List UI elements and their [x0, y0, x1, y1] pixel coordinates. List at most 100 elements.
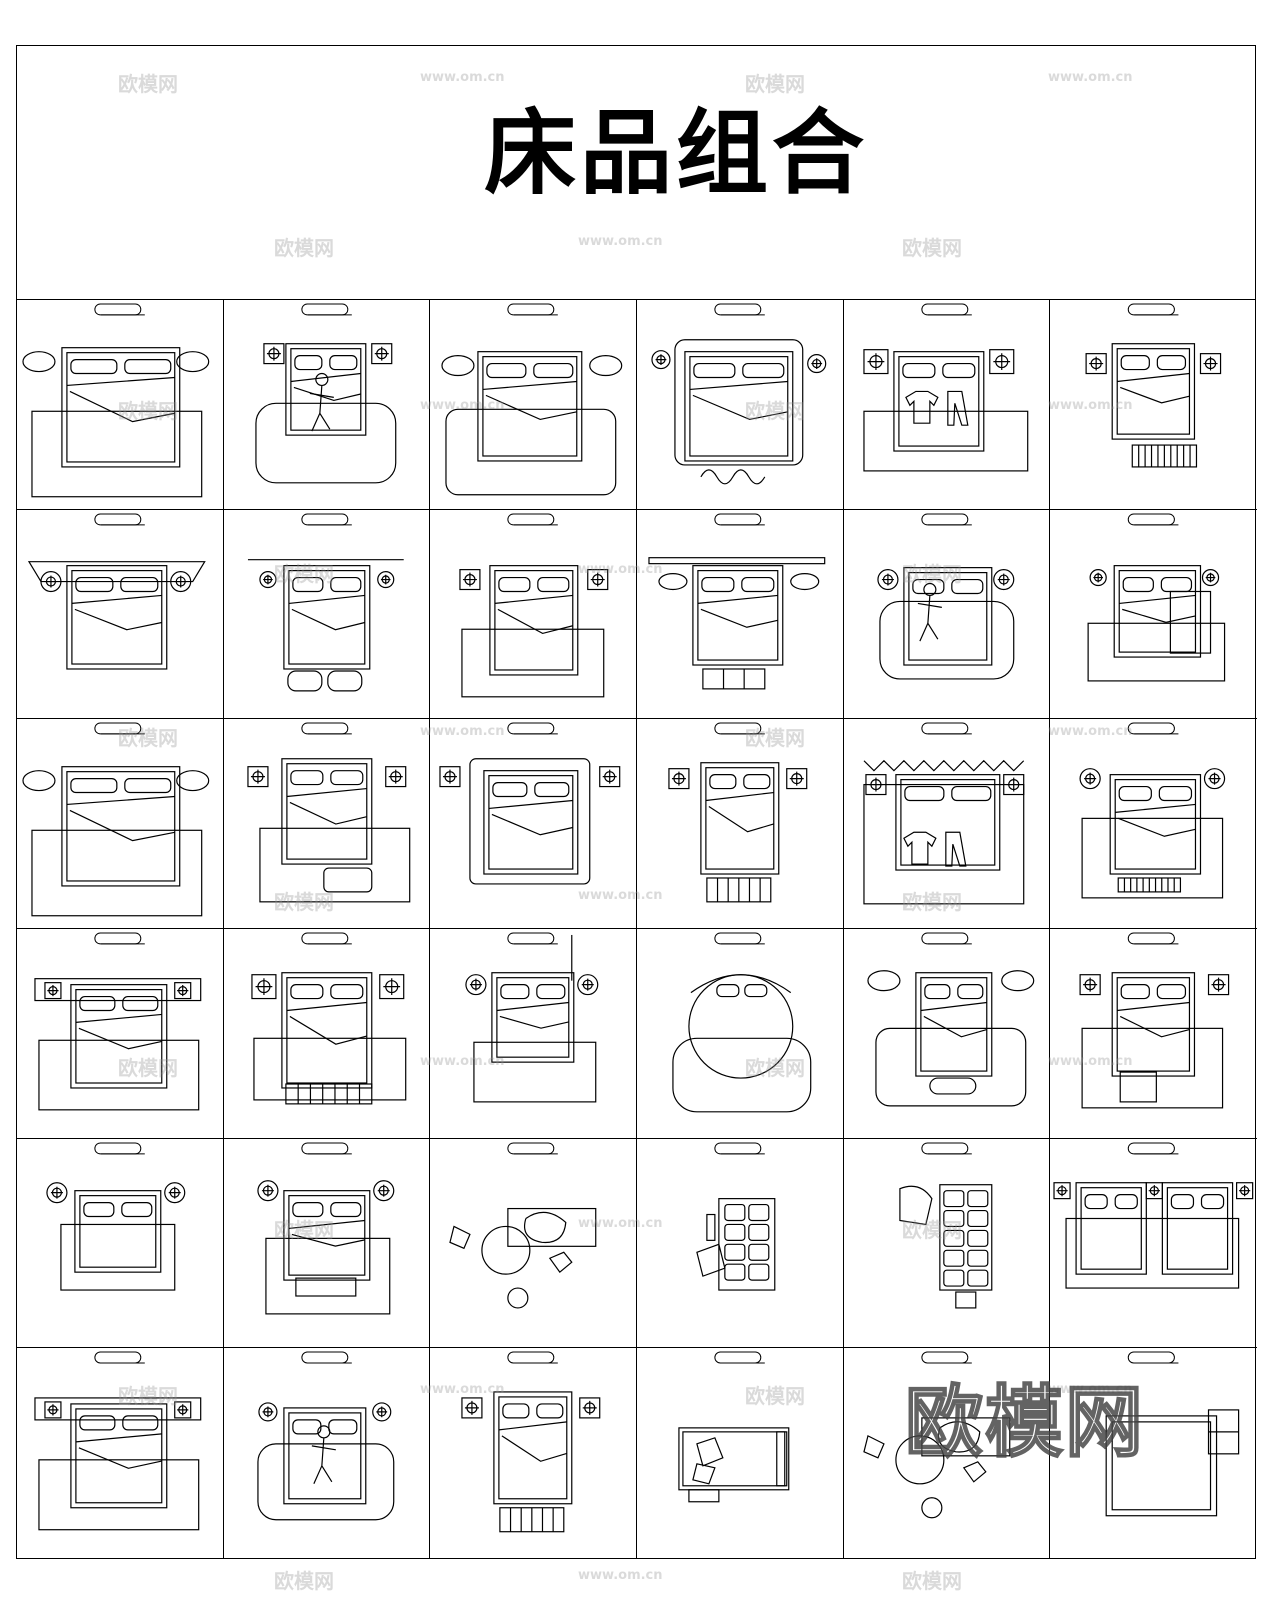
lamp-cross	[177, 985, 189, 997]
pillow-right	[950, 578, 984, 594]
nightstand	[176, 351, 210, 373]
bed-frame	[66, 564, 168, 670]
pillow-left	[289, 770, 324, 786]
cell-tag	[301, 722, 348, 735]
bed-frame	[938, 1183, 993, 1291]
bed-set-cell	[430, 929, 637, 1139]
bed-set-drawing	[863, 722, 1024, 905]
cell-tag	[921, 513, 968, 526]
pillow-left	[291, 1419, 322, 1435]
bed-set-drawing	[1087, 513, 1226, 682]
page-title: 床品组合	[483, 100, 868, 207]
bed-frame	[1075, 1181, 1148, 1275]
blanket-fold	[290, 372, 361, 402]
bed-frame	[61, 766, 181, 887]
pillow-left	[492, 782, 528, 798]
lamp-cross	[1084, 772, 1097, 785]
nightstand	[651, 350, 671, 370]
cell-tag	[1128, 303, 1176, 316]
cell-tag	[301, 513, 348, 526]
mattress	[75, 1408, 163, 1504]
plan-twin-beds	[1053, 1142, 1254, 1289]
bed-set-cell	[223, 719, 431, 929]
headboard	[34, 978, 202, 1002]
bed-set-drawing	[877, 513, 1014, 680]
nightstand	[587, 568, 609, 590]
nightstand	[174, 982, 192, 1000]
nightstand	[22, 770, 56, 792]
bed-set-drawing	[255, 303, 396, 484]
blanket-fold	[66, 796, 175, 842]
mattress	[66, 771, 176, 882]
cell-tag	[94, 932, 142, 945]
cell-tag	[507, 722, 555, 735]
plan-blanket-rug	[1087, 513, 1226, 682]
watermark: 欧模网	[902, 1569, 962, 1593]
quilt-tuft	[724, 1243, 746, 1261]
plan-person-nightstand	[255, 303, 396, 484]
person-body	[311, 1438, 336, 1485]
chair-left	[449, 1225, 472, 1249]
mattress	[66, 352, 176, 463]
bed-frame	[61, 347, 181, 468]
quilt-tuft	[748, 1243, 770, 1261]
plan-tufted-square	[439, 722, 621, 885]
mattress	[705, 767, 775, 870]
pillow-left	[486, 362, 527, 379]
lamp-cross	[1239, 1184, 1251, 1196]
bed-frame	[914, 972, 993, 1077]
stool	[706, 1213, 716, 1241]
tufted-frame	[674, 339, 804, 466]
bed-set-cell	[224, 1348, 431, 1558]
bed-set-cell	[637, 300, 844, 510]
lamp-cross	[591, 572, 606, 587]
blanket-fold	[705, 792, 774, 833]
rug	[1087, 622, 1226, 682]
pillow-right	[327, 1419, 358, 1435]
cell-tag	[94, 1351, 142, 1364]
mattress	[285, 977, 368, 1084]
nightstand	[577, 974, 599, 996]
rug	[257, 1443, 394, 1521]
round-bed	[688, 974, 794, 1079]
pillow-right	[1157, 984, 1187, 1000]
blanket-fold	[71, 594, 162, 630]
lamp-cross	[383, 978, 400, 995]
lamp-cross	[168, 1186, 181, 1199]
trousers	[946, 390, 969, 426]
mattress	[71, 569, 163, 665]
lamp-cross	[374, 346, 389, 361]
bed-set-cell	[430, 1348, 637, 1558]
lamp-cross	[388, 770, 403, 784]
nightstand	[1200, 353, 1222, 375]
rug	[878, 600, 1014, 680]
cell-tag	[507, 513, 555, 526]
nightstand	[176, 770, 210, 792]
cell-tag	[921, 722, 968, 735]
mattress	[287, 1412, 362, 1500]
bed-set-drawing	[465, 932, 599, 1103]
pillow-right	[743, 774, 771, 790]
plan-round-tables	[867, 932, 1034, 1107]
pillow-left	[70, 778, 118, 794]
nightstand	[1146, 1181, 1164, 1199]
blanket-fold	[489, 800, 574, 836]
pillow-left	[500, 984, 530, 1000]
cell-tag	[507, 932, 555, 945]
floor-mat	[702, 668, 766, 690]
pillow-right	[124, 359, 172, 375]
bed-frame	[282, 1407, 367, 1505]
nightstand	[170, 570, 192, 592]
headboard-bar	[648, 556, 826, 564]
bed-set-drawing	[862, 1351, 1010, 1519]
bed-set-drawing	[651, 303, 827, 485]
pillow-left	[1118, 786, 1153, 802]
bed-set-drawing	[1079, 932, 1230, 1109]
pillow-right	[744, 984, 768, 998]
blanket-fold	[689, 380, 788, 421]
lamp-cross	[174, 575, 187, 588]
bed-frame	[280, 758, 373, 866]
cell-tag	[507, 1142, 555, 1155]
lamp-cross	[463, 572, 478, 587]
bed-frame	[483, 770, 579, 875]
